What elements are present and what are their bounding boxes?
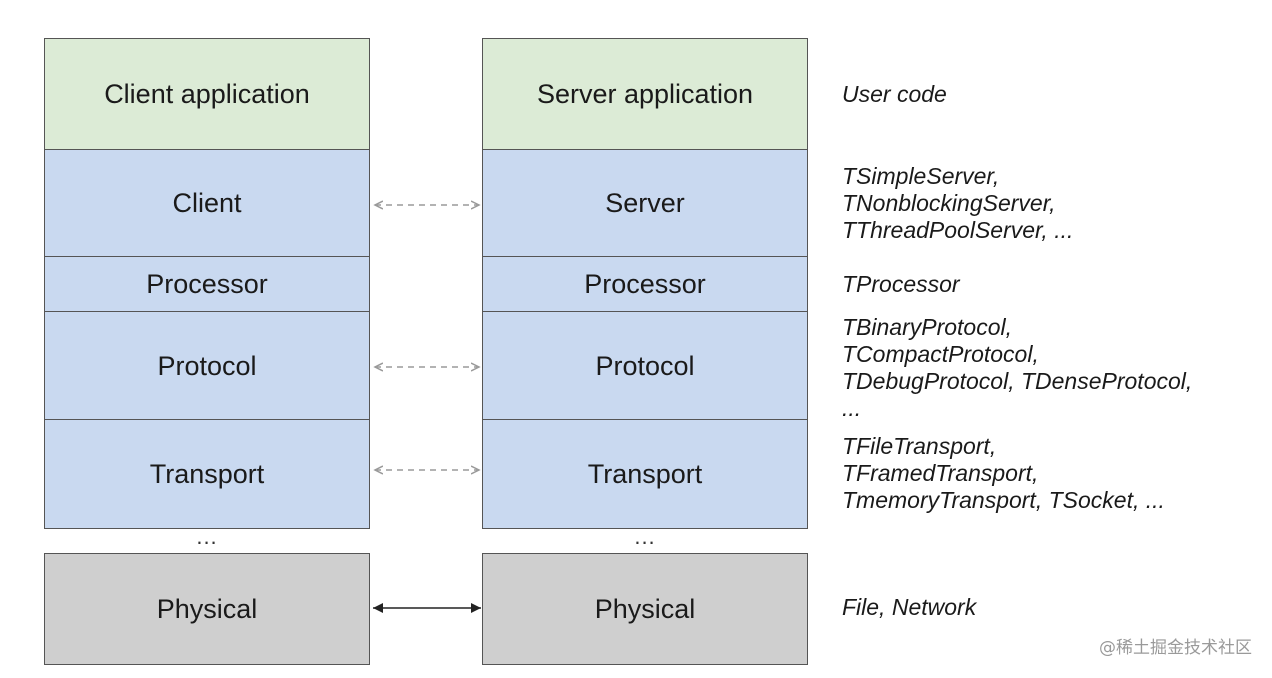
client-processor-box: Processor	[44, 256, 370, 313]
annotation-service: TSimpleServer, TNonblockingServer, TThre…	[842, 163, 1073, 244]
server-protocol-box: Protocol	[482, 311, 808, 421]
annotation-line: TSimpleServer,	[842, 163, 1000, 189]
server-protocol-label: Protocol	[595, 350, 695, 381]
annotation-application: User code	[842, 81, 947, 108]
annotation-line: User code	[842, 81, 947, 107]
server-box: Server	[482, 149, 808, 258]
client-processor-label: Processor	[146, 269, 268, 299]
client-transport-box: Transport	[44, 419, 370, 529]
client-physical-label: Physical	[156, 593, 258, 624]
annotation-line: File, Network	[842, 594, 977, 620]
client-application-label: Client application	[104, 79, 310, 109]
server-physical-label: Physical	[594, 593, 696, 624]
server-label: Server	[605, 188, 685, 218]
client-transport-label: Transport	[149, 458, 265, 489]
annotation-line: TBinaryProtocol,	[842, 314, 1013, 340]
annotation-line: TmemoryTransport, TSocket, ...	[842, 487, 1165, 513]
annotation-protocol: TBinaryProtocol, TCompactProtocol, TDebu…	[842, 314, 1192, 422]
annotation-line: TThreadPoolServer, ...	[842, 217, 1074, 243]
server-application-label: Server application	[536, 79, 754, 109]
client-application-box: Client application	[44, 38, 370, 151]
annotation-transport: TFileTransport, TFramedTransport, Tmemor…	[842, 433, 1165, 514]
client-physical-box: Physical	[44, 553, 370, 665]
annotation-physical: File, Network	[842, 594, 976, 621]
client-protocol-label: Protocol	[157, 350, 257, 381]
server-transport-label: Transport	[587, 458, 703, 489]
server-physical-box: Physical	[482, 553, 808, 665]
annotation-line: TDebugProtocol, TDenseProtocol,	[842, 368, 1193, 394]
annotation-line: ...	[842, 395, 862, 421]
client-ellipsis: ...	[196, 524, 218, 549]
annotation-line: TFramedTransport,	[842, 460, 1039, 486]
server-application-box: Server application	[482, 38, 808, 151]
annotation-line: TFileTransport,	[842, 433, 997, 459]
watermark: @稀土掘金技术社区	[1099, 638, 1252, 658]
annotation-line: TCompactProtocol,	[842, 341, 1039, 367]
server-ellipsis: ...	[634, 524, 656, 549]
annotation-line: TNonblockingServer,	[842, 190, 1056, 216]
client-protocol-box: Protocol	[44, 311, 370, 421]
annotation-line: TProcessor	[842, 271, 960, 297]
server-processor-label: Processor	[584, 269, 706, 299]
client-label: Client	[172, 188, 242, 218]
annotation-processor: TProcessor	[842, 271, 960, 298]
server-transport-box: Transport	[482, 419, 808, 529]
